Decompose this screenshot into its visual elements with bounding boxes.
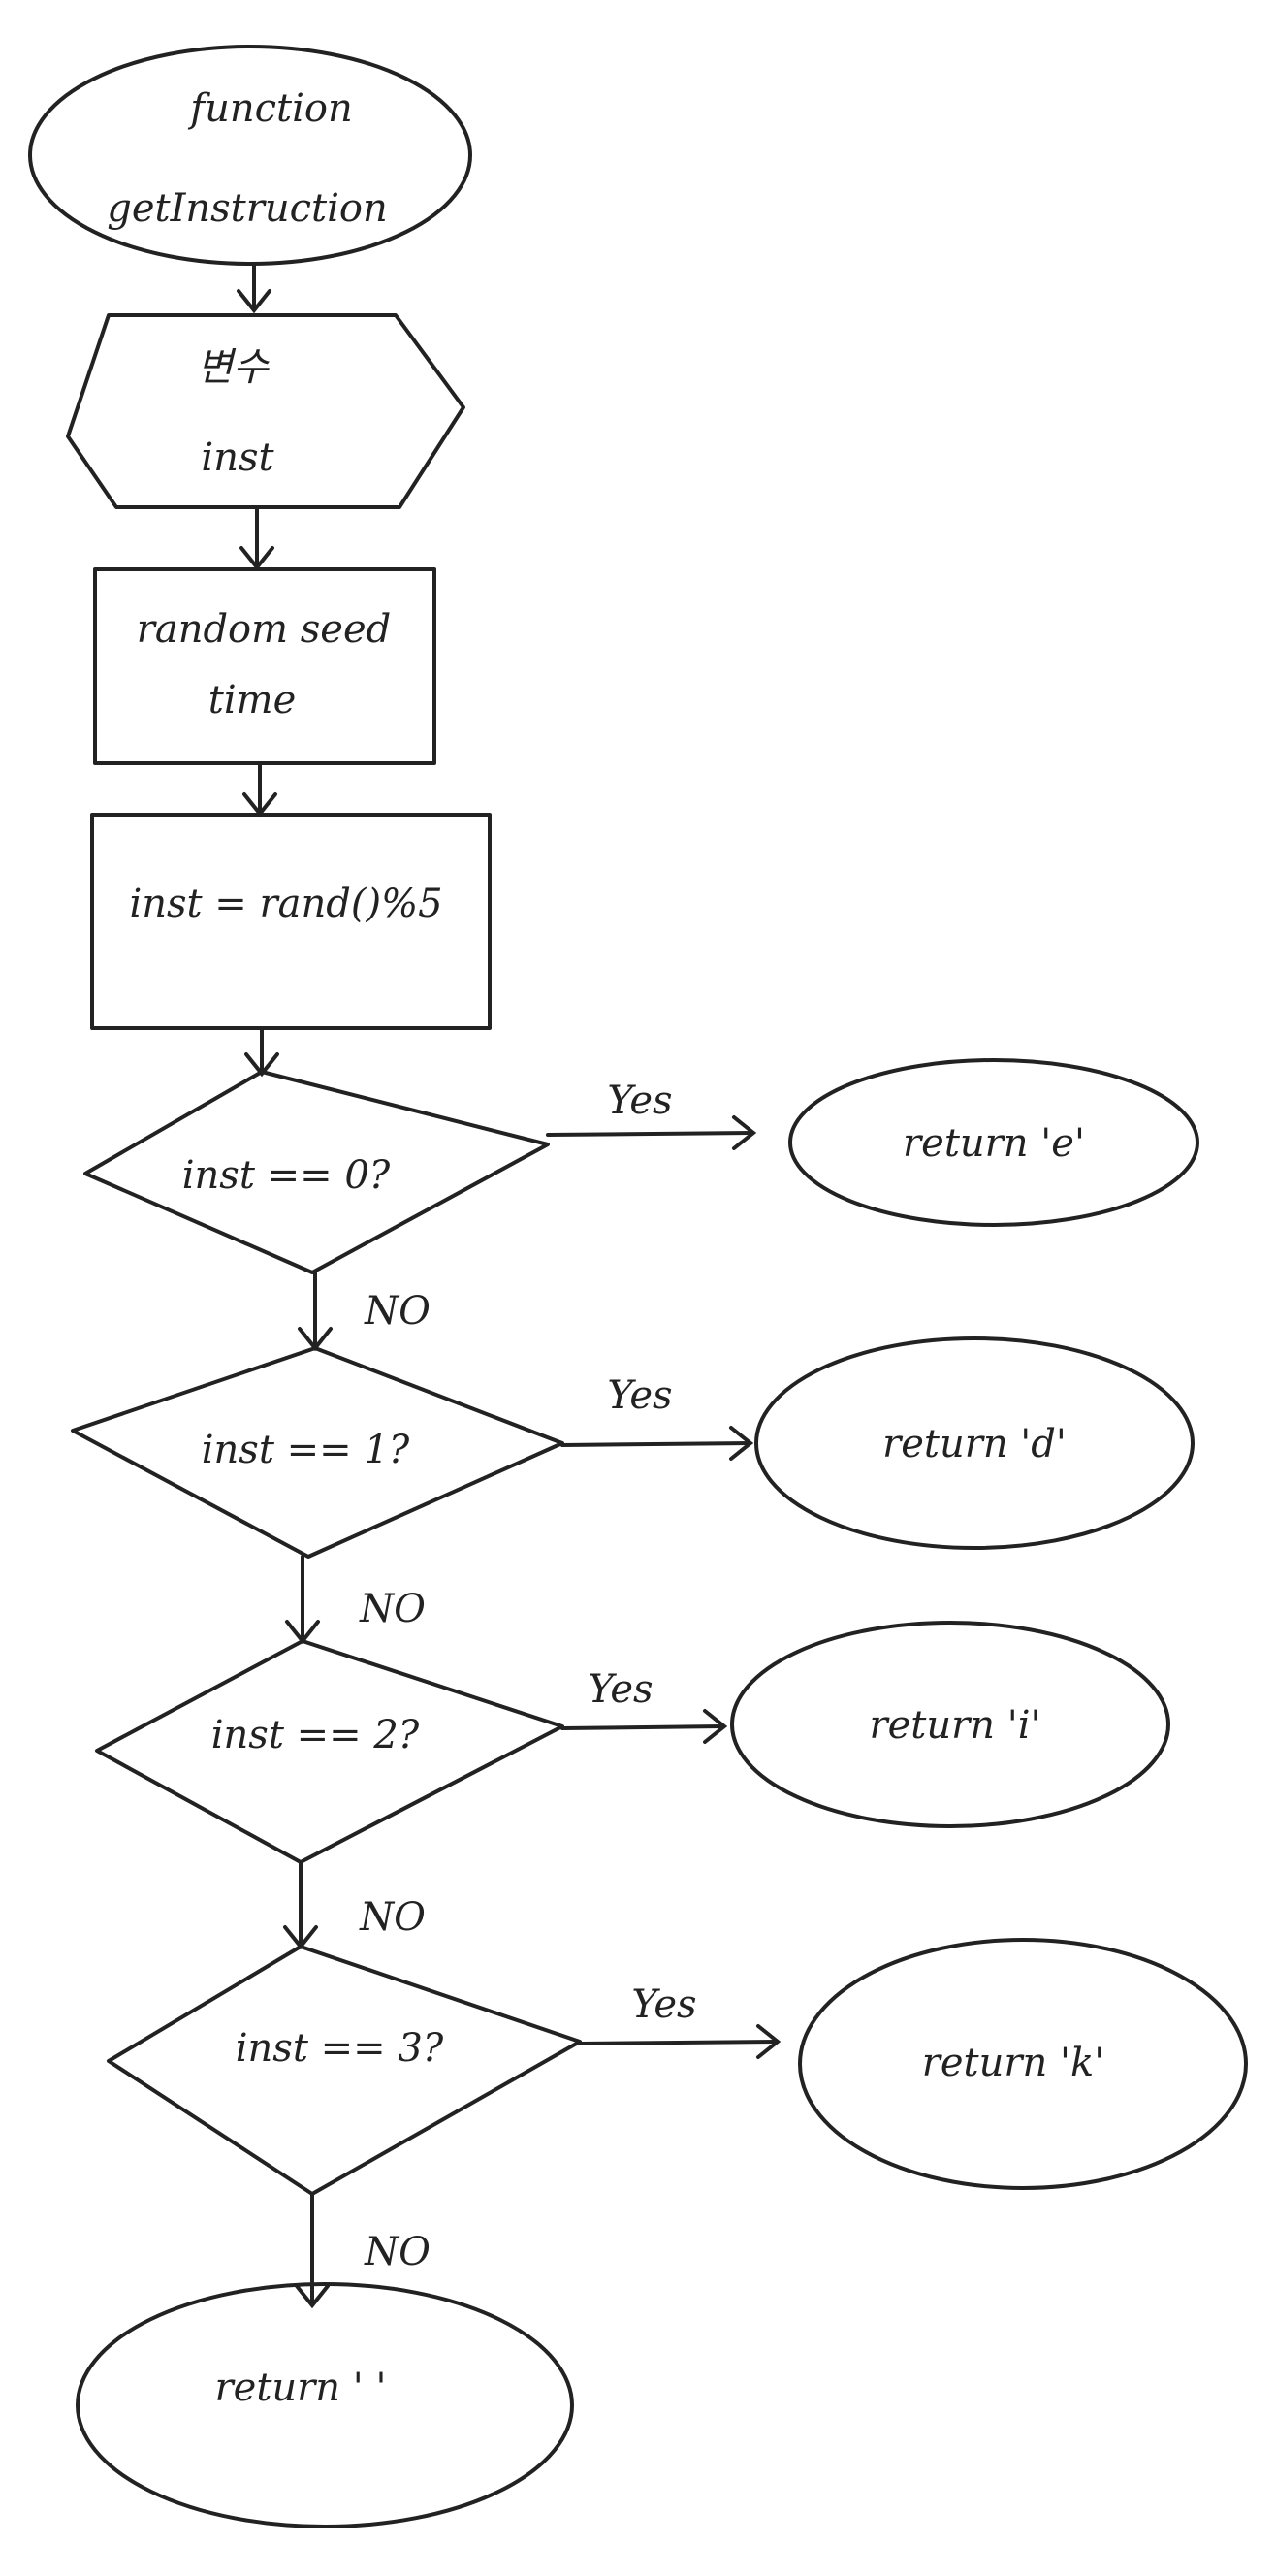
arrowhead bbox=[729, 1426, 754, 1461]
decision-1 bbox=[71, 1346, 564, 1559]
result-3-label: return 'k' bbox=[922, 2041, 1104, 2085]
decision-0-yes-label: Yes bbox=[607, 1079, 672, 1123]
result-0-terminal bbox=[788, 1058, 1199, 1227]
decision-3-yes-label: Yes bbox=[631, 1982, 696, 2027]
seed-process bbox=[93, 567, 436, 765]
decision-2-no-label: NO bbox=[359, 1895, 426, 1940]
result-1-terminal bbox=[754, 1336, 1195, 1550]
end-label: return ' ' bbox=[215, 2366, 387, 2410]
decision-2-yes-label: Yes bbox=[588, 1667, 653, 1712]
arrowhead bbox=[732, 1115, 757, 1150]
result-1-label: return 'd' bbox=[882, 1422, 1067, 1466]
result-3-terminal bbox=[798, 1938, 1248, 2190]
arrowhead bbox=[703, 1709, 728, 1744]
decision-1-yes-label: Yes bbox=[607, 1373, 672, 1418]
result-0-label: return 'e' bbox=[903, 1121, 1085, 1166]
declare-label-line2: inst bbox=[201, 435, 274, 480]
arrow-decision-1-yes bbox=[560, 1441, 750, 1447]
assign-label: inst = rand()%5 bbox=[129, 882, 442, 926]
decision-1-no-label: NO bbox=[359, 1587, 426, 1631]
assign-process bbox=[90, 813, 492, 1030]
decision-3-no-label: NO bbox=[364, 2230, 431, 2274]
decision-0 bbox=[83, 1070, 550, 1274]
start-label-line1: function bbox=[187, 86, 352, 131]
arrow-decision-2-yes bbox=[560, 1724, 724, 1730]
decision-3-condition: inst == 3? bbox=[236, 2026, 444, 2071]
start-label-line2: getInstruction bbox=[107, 186, 388, 231]
arrow-decision-3-yes bbox=[578, 2040, 778, 2045]
arrowhead bbox=[237, 289, 271, 314]
decision-2-condition: inst == 2? bbox=[211, 1713, 420, 1757]
result-2-terminal bbox=[730, 1621, 1170, 1828]
result-2-label: return 'i' bbox=[869, 1703, 1040, 1748]
seed-label-line1: random seed bbox=[137, 607, 392, 652]
decision-0-no-label: NO bbox=[364, 1289, 431, 1334]
arrowhead bbox=[756, 2024, 782, 2059]
start-terminal bbox=[28, 45, 472, 266]
decision-0-condition: inst == 0? bbox=[182, 1153, 391, 1198]
arrowhead bbox=[295, 2284, 330, 2309]
seed-label-line2: time bbox=[208, 678, 296, 723]
declare-label-line1: 변수 bbox=[197, 345, 270, 390]
arrow-decision-0-yes bbox=[546, 1131, 753, 1137]
decision-1-condition: inst == 1? bbox=[202, 1428, 410, 1472]
declare-hexagon bbox=[66, 313, 465, 509]
end-terminal bbox=[76, 2282, 574, 2528]
